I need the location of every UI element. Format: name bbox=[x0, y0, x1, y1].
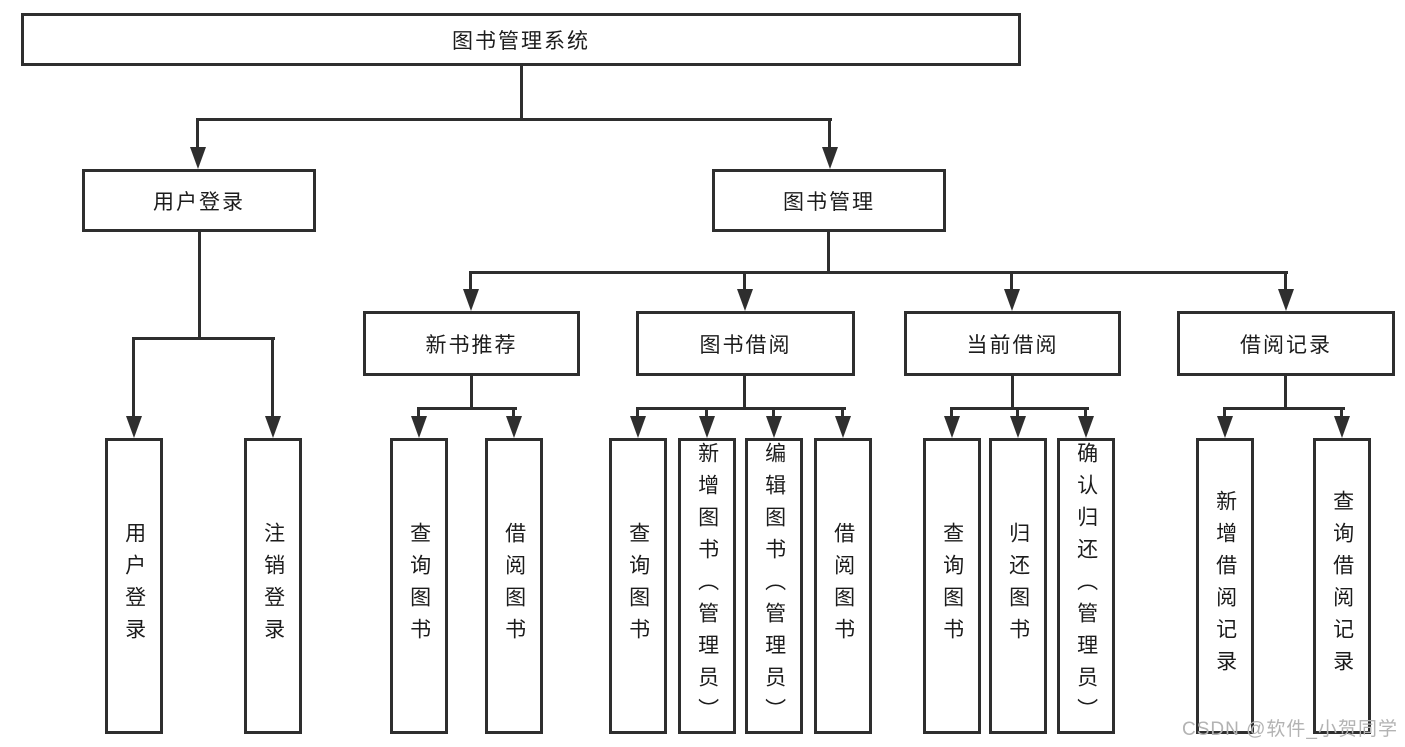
connector-line bbox=[469, 271, 1288, 274]
node-label: 用户登录 bbox=[153, 190, 245, 214]
connector-line bbox=[512, 410, 515, 418]
arrow-down-icon bbox=[1278, 289, 1294, 311]
arrow-down-icon bbox=[265, 416, 281, 438]
leaf-user-login: 用户登录 bbox=[105, 438, 163, 734]
connector-line bbox=[743, 274, 746, 291]
leaf-label: 新增图书（管理员） bbox=[695, 442, 719, 730]
leaf-label: 编辑图书（管理员） bbox=[762, 442, 786, 730]
arrow-down-icon bbox=[1010, 416, 1026, 438]
connector-line bbox=[469, 274, 472, 291]
leaf-return-book: 归还图书 bbox=[989, 438, 1047, 734]
leaf-edit-book-admin: 编辑图书（管理员） bbox=[745, 438, 803, 734]
arrow-down-icon bbox=[737, 289, 753, 311]
node-label: 图书管理 bbox=[783, 190, 875, 214]
leaf-label: 新增借阅记录 bbox=[1213, 490, 1237, 682]
node-book-management: 图书管理 bbox=[712, 169, 946, 232]
leaf-add-book-admin: 新增图书（管理员） bbox=[678, 438, 736, 734]
connector-line bbox=[1084, 410, 1087, 418]
arrow-down-icon bbox=[463, 289, 479, 311]
node-borrow-records: 借阅记录 bbox=[1177, 311, 1395, 376]
connector-line bbox=[950, 407, 1089, 410]
leaf-add-borrow-record: 新增借阅记录 bbox=[1196, 438, 1254, 734]
leaf-label: 查询图书 bbox=[626, 522, 650, 650]
connector-line bbox=[772, 410, 775, 418]
arrow-down-icon bbox=[944, 416, 960, 438]
connector-line bbox=[636, 407, 846, 410]
connector-line bbox=[1340, 410, 1343, 418]
node-label: 当前借阅 bbox=[966, 333, 1059, 357]
arrow-down-icon bbox=[822, 147, 838, 169]
connector-line bbox=[1223, 407, 1345, 410]
connector-line bbox=[196, 118, 832, 121]
arrow-down-icon bbox=[699, 416, 715, 438]
connector-line bbox=[271, 340, 274, 418]
arrow-down-icon bbox=[766, 416, 782, 438]
connector-line bbox=[1016, 410, 1019, 418]
leaf-confirm-return-admin: 确认归还（管理员） bbox=[1057, 438, 1115, 734]
leaf-label: 归还图书 bbox=[1006, 522, 1030, 650]
leaf-borrow-books-2: 借阅图书 bbox=[814, 438, 872, 734]
connector-line bbox=[132, 337, 275, 340]
node-label: 新书推荐 bbox=[425, 333, 518, 357]
connector-line bbox=[417, 407, 517, 410]
connector-line bbox=[470, 376, 473, 409]
connector-line bbox=[1011, 376, 1014, 409]
leaf-query-books-current: 查询图书 bbox=[923, 438, 981, 734]
connector-line bbox=[1010, 274, 1013, 291]
node-book-borrow: 图书借阅 bbox=[636, 311, 855, 376]
arrow-down-icon bbox=[835, 416, 851, 438]
connector-line bbox=[1284, 274, 1287, 291]
connector-line bbox=[743, 376, 746, 409]
node-label: 图书借阅 bbox=[699, 333, 792, 357]
connector-line bbox=[196, 121, 199, 149]
arrow-down-icon bbox=[126, 416, 142, 438]
arrow-down-icon bbox=[411, 416, 427, 438]
node-label: 借阅记录 bbox=[1240, 333, 1332, 357]
arrow-down-icon bbox=[190, 147, 206, 169]
node-current-borrow: 当前借阅 bbox=[904, 311, 1121, 376]
leaf-label: 查询图书 bbox=[940, 522, 964, 650]
leaf-query-books-borrow: 查询图书 bbox=[609, 438, 667, 734]
connector-line bbox=[827, 232, 830, 273]
arrow-down-icon bbox=[1334, 416, 1350, 438]
connector-line bbox=[417, 410, 420, 418]
arrow-down-icon bbox=[506, 416, 522, 438]
leaf-label: 确认归还（管理员） bbox=[1074, 442, 1098, 730]
leaf-query-books-recommend: 查询图书 bbox=[390, 438, 448, 734]
watermark: CSDN @软件_小贺同学 bbox=[1182, 719, 1398, 740]
connector-line bbox=[636, 410, 639, 418]
leaf-borrow-books-recommend: 借阅图书 bbox=[485, 438, 543, 734]
leaf-label: 借阅图书 bbox=[831, 522, 855, 650]
arrow-down-icon bbox=[630, 416, 646, 438]
leaf-label: 查询借阅记录 bbox=[1330, 490, 1354, 682]
connector-line bbox=[132, 340, 135, 418]
leaf-label: 借阅图书 bbox=[502, 522, 526, 650]
arrow-down-icon bbox=[1217, 416, 1233, 438]
node-new-book-recommend: 新书推荐 bbox=[363, 311, 580, 376]
leaf-label: 用户登录 bbox=[122, 522, 146, 650]
arrow-down-icon bbox=[1078, 416, 1094, 438]
connector-line bbox=[520, 66, 523, 120]
connector-line bbox=[841, 410, 844, 418]
connector-line bbox=[828, 121, 831, 149]
node-user-login: 用户登录 bbox=[82, 169, 316, 232]
connector-line bbox=[705, 410, 708, 418]
node-library-system: 图书管理系统 bbox=[21, 13, 1021, 66]
arrow-down-icon bbox=[1004, 289, 1020, 311]
leaf-label: 注销登录 bbox=[261, 522, 285, 650]
connector-line bbox=[198, 232, 201, 339]
leaf-query-borrow-record: 查询借阅记录 bbox=[1313, 438, 1371, 734]
connector-line bbox=[950, 410, 953, 418]
connector-line bbox=[1223, 410, 1226, 418]
connector-line bbox=[1284, 376, 1287, 409]
node-label: 图书管理系统 bbox=[452, 29, 590, 53]
leaf-logout: 注销登录 bbox=[244, 438, 302, 734]
leaf-label: 查询图书 bbox=[407, 522, 431, 650]
